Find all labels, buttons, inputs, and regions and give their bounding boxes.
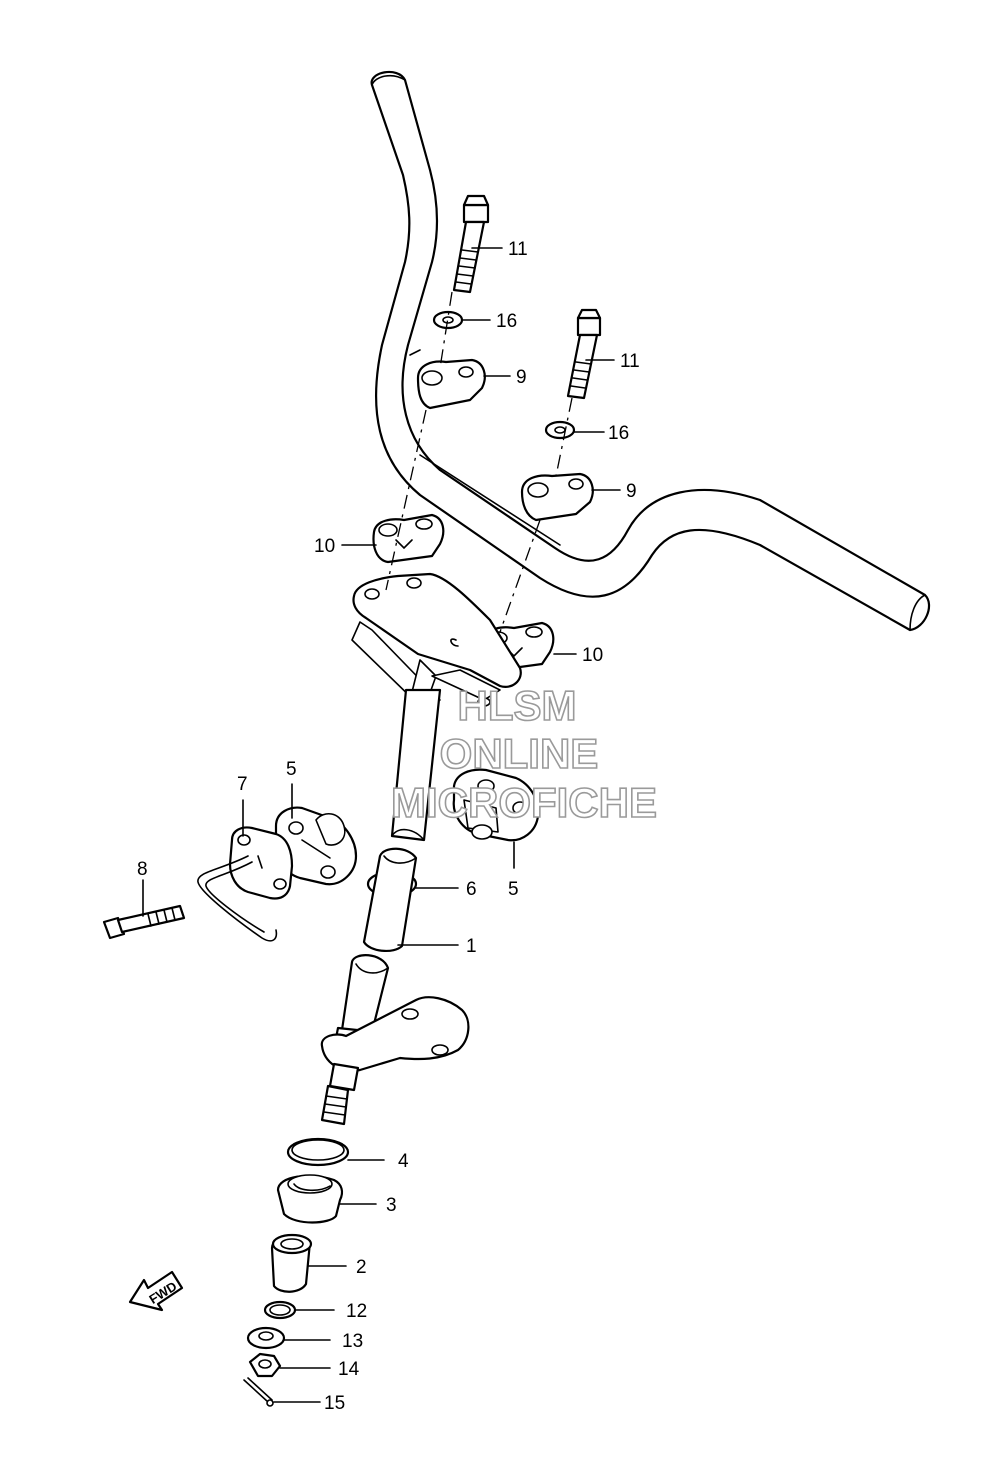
callout-13: 13 xyxy=(342,1331,363,1352)
callout-12: 12 xyxy=(346,1301,367,1322)
nut-14 xyxy=(248,1352,282,1378)
watermark-line-2: ONLINE xyxy=(440,730,599,777)
bolt-8 xyxy=(102,904,186,940)
callout-4: 4 xyxy=(398,1151,409,1172)
holder-10-left xyxy=(372,513,445,564)
bolt-11-upper xyxy=(452,194,490,294)
holder-9-upper xyxy=(416,358,486,410)
clamp-5-left xyxy=(274,806,358,886)
fwd-direction-arrow: FWD xyxy=(128,1270,184,1312)
holder-9-lower xyxy=(520,472,594,522)
watermark-line-1: HLSM xyxy=(458,682,577,729)
callout-2: 2 xyxy=(356,1257,367,1278)
callout-16-lower: 16 xyxy=(608,423,629,444)
callout-6: 6 xyxy=(466,879,477,900)
steering-shaft-main xyxy=(320,847,470,1126)
wire-bracket-7 xyxy=(197,826,294,942)
cotter-pin-15 xyxy=(243,1377,274,1407)
callout-9-lower: 9 xyxy=(626,481,637,502)
watermark-line-3: MICROFICHE xyxy=(391,779,657,826)
callout-10-left: 10 xyxy=(314,536,335,557)
washer-12 xyxy=(263,1300,297,1320)
callout-8: 8 xyxy=(137,859,148,880)
clamp-5-right xyxy=(452,768,540,842)
callout-10-right: 10 xyxy=(582,645,603,666)
assembly-lines xyxy=(385,291,573,633)
callout-14: 14 xyxy=(338,1359,360,1380)
callout-3: 3 xyxy=(386,1195,397,1216)
washer-16-lower xyxy=(544,420,576,440)
steering-shaft-upper xyxy=(390,688,442,842)
callout-11-lower: 11 xyxy=(620,351,640,372)
seal-3 xyxy=(276,1174,344,1224)
bolt-11-lower xyxy=(566,308,602,400)
bushing-2 xyxy=(270,1233,313,1293)
callout-11-upper: 11 xyxy=(508,239,528,260)
callout-16-upper: 16 xyxy=(496,311,517,332)
leader-lines xyxy=(142,247,621,1403)
washer-13 xyxy=(246,1326,286,1350)
callout-5-left: 5 xyxy=(286,759,297,780)
callout-1: 1 xyxy=(466,936,477,957)
callout-5-right: 5 xyxy=(508,879,519,900)
o-ring-4 xyxy=(286,1137,350,1167)
callout-9-upper: 9 xyxy=(516,367,527,388)
callout-labels: 11 16 9 11 16 9 10 10 7 5 8 6 5 1 4 3 2 … xyxy=(137,239,640,1414)
callout-15: 15 xyxy=(324,1393,345,1414)
handlebar xyxy=(370,70,931,632)
callout-7: 7 xyxy=(237,774,248,795)
watermark: HLSM ONLINE MICROFICHE xyxy=(390,681,658,827)
